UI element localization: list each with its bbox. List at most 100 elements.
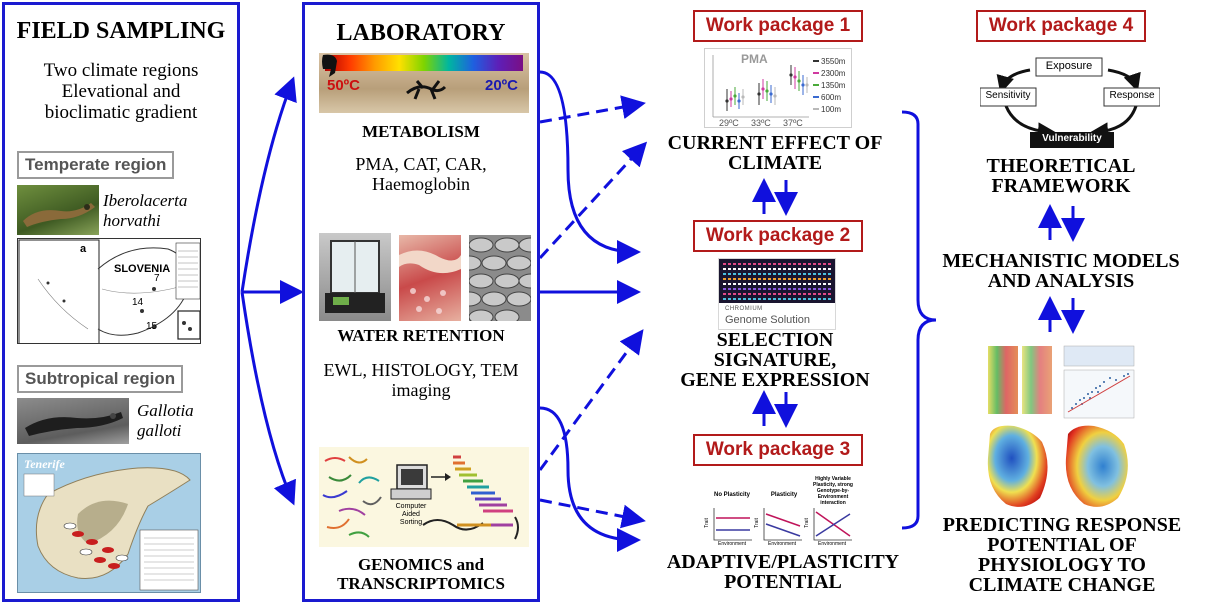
work-package-2-label: Work package 2 [693,220,863,252]
work-package-3-label: Work package 3 [693,434,863,466]
legend-entry: 1350m [821,81,846,90]
pma-x-tick: 29ºC [719,118,739,128]
arrow-field-to-metabolism [240,76,297,293]
wp3-title-line: ADAPTIVE/PLASTICITY [666,551,900,573]
theory-line: THEORETICAL [986,155,1136,177]
species-line: Gallotia [137,401,194,420]
temp-hot-label: 50ºC [327,77,360,94]
cycle-sensitivity: Sensitivity [985,90,1031,101]
pma-legend: 3550m 2300m 1350m 600m 100m [821,56,845,116]
arrow-field-to-genomics [240,291,296,506]
vulnerability-cycle: Exposure Sensitivity Response Vulnerabil… [980,50,1160,150]
genomics-line: TRANSCRIPTOMICS [337,574,505,593]
laboratory-panel: LABORATORY 50ºC 20ºC METABOLISM PMA, CAT… [302,2,540,602]
axis-environment: Environment [718,541,747,547]
field-desc-line: bioclimatic gradient [44,101,198,123]
measure-line: EWL, HISTOLOGY, TEM [323,360,519,380]
axis-trait: Trait [703,518,710,528]
legend-entry: 600m [821,93,842,102]
cycle-response: Response [1109,90,1155,101]
bracket [901,110,937,530]
theory-line: FRAMEWORK [991,175,1131,197]
temperate-region-label: Temperate region [17,151,175,179]
cycle-exposure: Exposure [1045,60,1093,72]
map-letter: a [80,243,87,255]
arrow-metabolism-to-wp1 [539,95,646,124]
arrow-genomics-to-wp3 [539,406,641,552]
axis-environment: Environment [768,541,797,547]
predict-line: CLIMATE CHANGE [968,574,1156,596]
water-retention-measures: EWL, HISTOLOGY, TEM imaging [305,360,537,401]
field-desc-line: Elevational and [61,80,181,102]
pma-chart-title: PMA [741,52,768,66]
wp3-title: ADAPTIVE/PLASTICITY POTENTIAL [640,552,926,592]
wp2-title-line: SELECTION [716,329,834,351]
wp2-title-line: SIGNATURE, [713,349,837,371]
map-number: 15 [146,321,158,332]
subtropical-species-name: Gallotia galloti [137,401,194,441]
wp1-title-line: CURRENT EFFECT OF [667,132,883,154]
water-retention-title: WATER RETENTION [337,326,505,345]
axis-environment: Environment [818,541,847,547]
cycle-vulnerability: Vulnerability [1042,133,1102,144]
arrow-metabolism-to-wp2 [539,70,641,264]
computer-sorting-label: Computer Aided Sorting [389,503,433,527]
wp2-title: SELECTION SIGNATURE, GENE EXPRESSION [640,330,910,390]
tem-image [469,235,531,321]
field-desc-line: Two climate regions [43,60,199,81]
models-title: MECHANISTIC MODELS AND ANALYSIS [926,251,1196,291]
plasticity-panels: No Plasticity Plasticity Highly Variable… [700,474,856,550]
wp2-title-line: GENE EXPRESSION [680,369,870,391]
legend-entry: 2300m [821,69,846,78]
predict-title: PREDICTING RESPONSE POTENTIAL OF PHYSIOL… [926,515,1198,595]
map-country: SLOVENIA [114,263,171,275]
map-number: 7 [154,273,160,284]
wp3-title-line: POTENTIAL [724,571,842,593]
panel-no-plasticity: No Plasticity [713,492,750,498]
metabolism-measures: PMA, CAT, CAR, Haemoglobin [305,154,537,195]
brand-small: CHROMIUM [725,306,763,312]
temperature-gradient-bar [325,55,523,71]
panel-high-plasticity: Highly Variable Plasticity, strong Genot… [813,476,853,506]
wp1-title-line: CLIMATE [727,152,823,174]
computer-label-line: Computer [395,503,427,510]
histology-photo [399,235,461,321]
species-line: galloti [137,421,182,440]
models-line: AND ANALYSIS [987,270,1135,292]
genome-solution-image: CHROMIUM Genome Solution [718,258,836,330]
legend-entry: 3550m [821,57,846,66]
subtropical-lizard-photo [17,398,129,444]
arrow-genomics-to-wp3-dashed [539,498,646,529]
genomics-title: GENOMICS and TRANSCRIPTOMICS [305,555,537,593]
model-results-figure [984,338,1138,514]
temperate-lizard-photo [17,185,99,235]
metabolism-title: METABOLISM [362,122,480,141]
predict-line: POTENTIAL OF [987,534,1137,556]
measure-line: PMA, CAT, CAR, [355,154,487,174]
tenerife-map: Tenerife [17,453,201,593]
genomics-illustration: Computer Aided Sorting [319,447,529,547]
pma-chart: PMA 29ºC 33ºC 37ºC 3550m 2300m 1350m 600… [704,48,852,128]
computer-label-line: Aided [402,511,420,518]
metabolism-thermal-image: 50ºC 20ºC [319,53,529,113]
predict-line: PREDICTING RESPONSE [942,514,1182,536]
work-package-1-label: Work package 1 [693,10,863,42]
predict-line: PHYSIOLOGY TO [977,554,1146,576]
measure-line: imaging [391,379,451,400]
axis-trait: Trait [753,518,760,528]
subtropical-region-label: Subtropical region [17,365,184,393]
species-line: horvathi [103,211,161,230]
tenerife-title: Tenerife [24,457,65,471]
models-line: MECHANISTIC MODELS [942,250,1180,272]
field-desc: Two climate regions Elevational and bioc… [5,60,237,124]
pma-x-tick: 37ºC [783,118,803,128]
map-number: 14 [132,297,144,308]
axis-trait: Trait [803,518,810,528]
wp1-title: CURRENT EFFECT OF CLIMATE [640,133,910,173]
slovenia-map: a SLOVENIA 7 14 15 [17,238,201,344]
panel-plasticity: Plasticity [770,492,798,498]
theory-title: THEORETICAL FRAMEWORK [930,156,1192,196]
temperate-species-name: Iberolacerta horvathi [103,191,187,231]
work-package-4-label: Work package 4 [976,10,1146,42]
arrow-genomics-to-wp2 [538,329,644,471]
